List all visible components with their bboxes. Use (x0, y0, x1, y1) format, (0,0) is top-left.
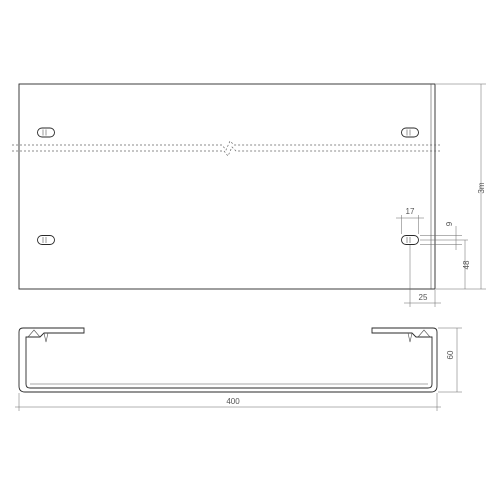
dimension-total-width: 400 (15, 393, 441, 411)
dimension-slot-height-label: 9 (445, 221, 454, 226)
plate-outline (18, 83, 436, 290)
dimension-length: 3m (436, 83, 486, 290)
section-view (18, 327, 438, 393)
break-line-upper (12, 140, 440, 151)
dimension-slot-edge-offset: 48 (420, 239, 471, 289)
profile-outer (18, 327, 438, 393)
dimension-slot-width-label: 17 (406, 207, 415, 216)
slot-bottom-right (401, 235, 419, 245)
top-view (12, 83, 440, 290)
dimension-total-width-label: 400 (226, 397, 240, 406)
dimension-profile-height-label: 60 (446, 350, 455, 359)
profile-right-lip (407, 329, 431, 343)
dimension-slot-side-offset-label: 25 (419, 293, 428, 302)
slot-top-left (37, 127, 55, 138)
slot-bottom-left (37, 235, 55, 245)
profile-left-lip (27, 329, 49, 343)
dimension-slot-height: 9 (420, 221, 462, 250)
break-line-lower (12, 146, 440, 157)
dimension-slot-edge-offset-label: 48 (462, 260, 471, 269)
dimension-slot-width: 17 (396, 207, 424, 234)
dimension-profile-height: 60 (438, 327, 462, 393)
slot-top-right (401, 127, 419, 138)
dimension-slot-side-offset: 25 (404, 245, 441, 307)
dimension-length-label: 3m (477, 182, 486, 193)
